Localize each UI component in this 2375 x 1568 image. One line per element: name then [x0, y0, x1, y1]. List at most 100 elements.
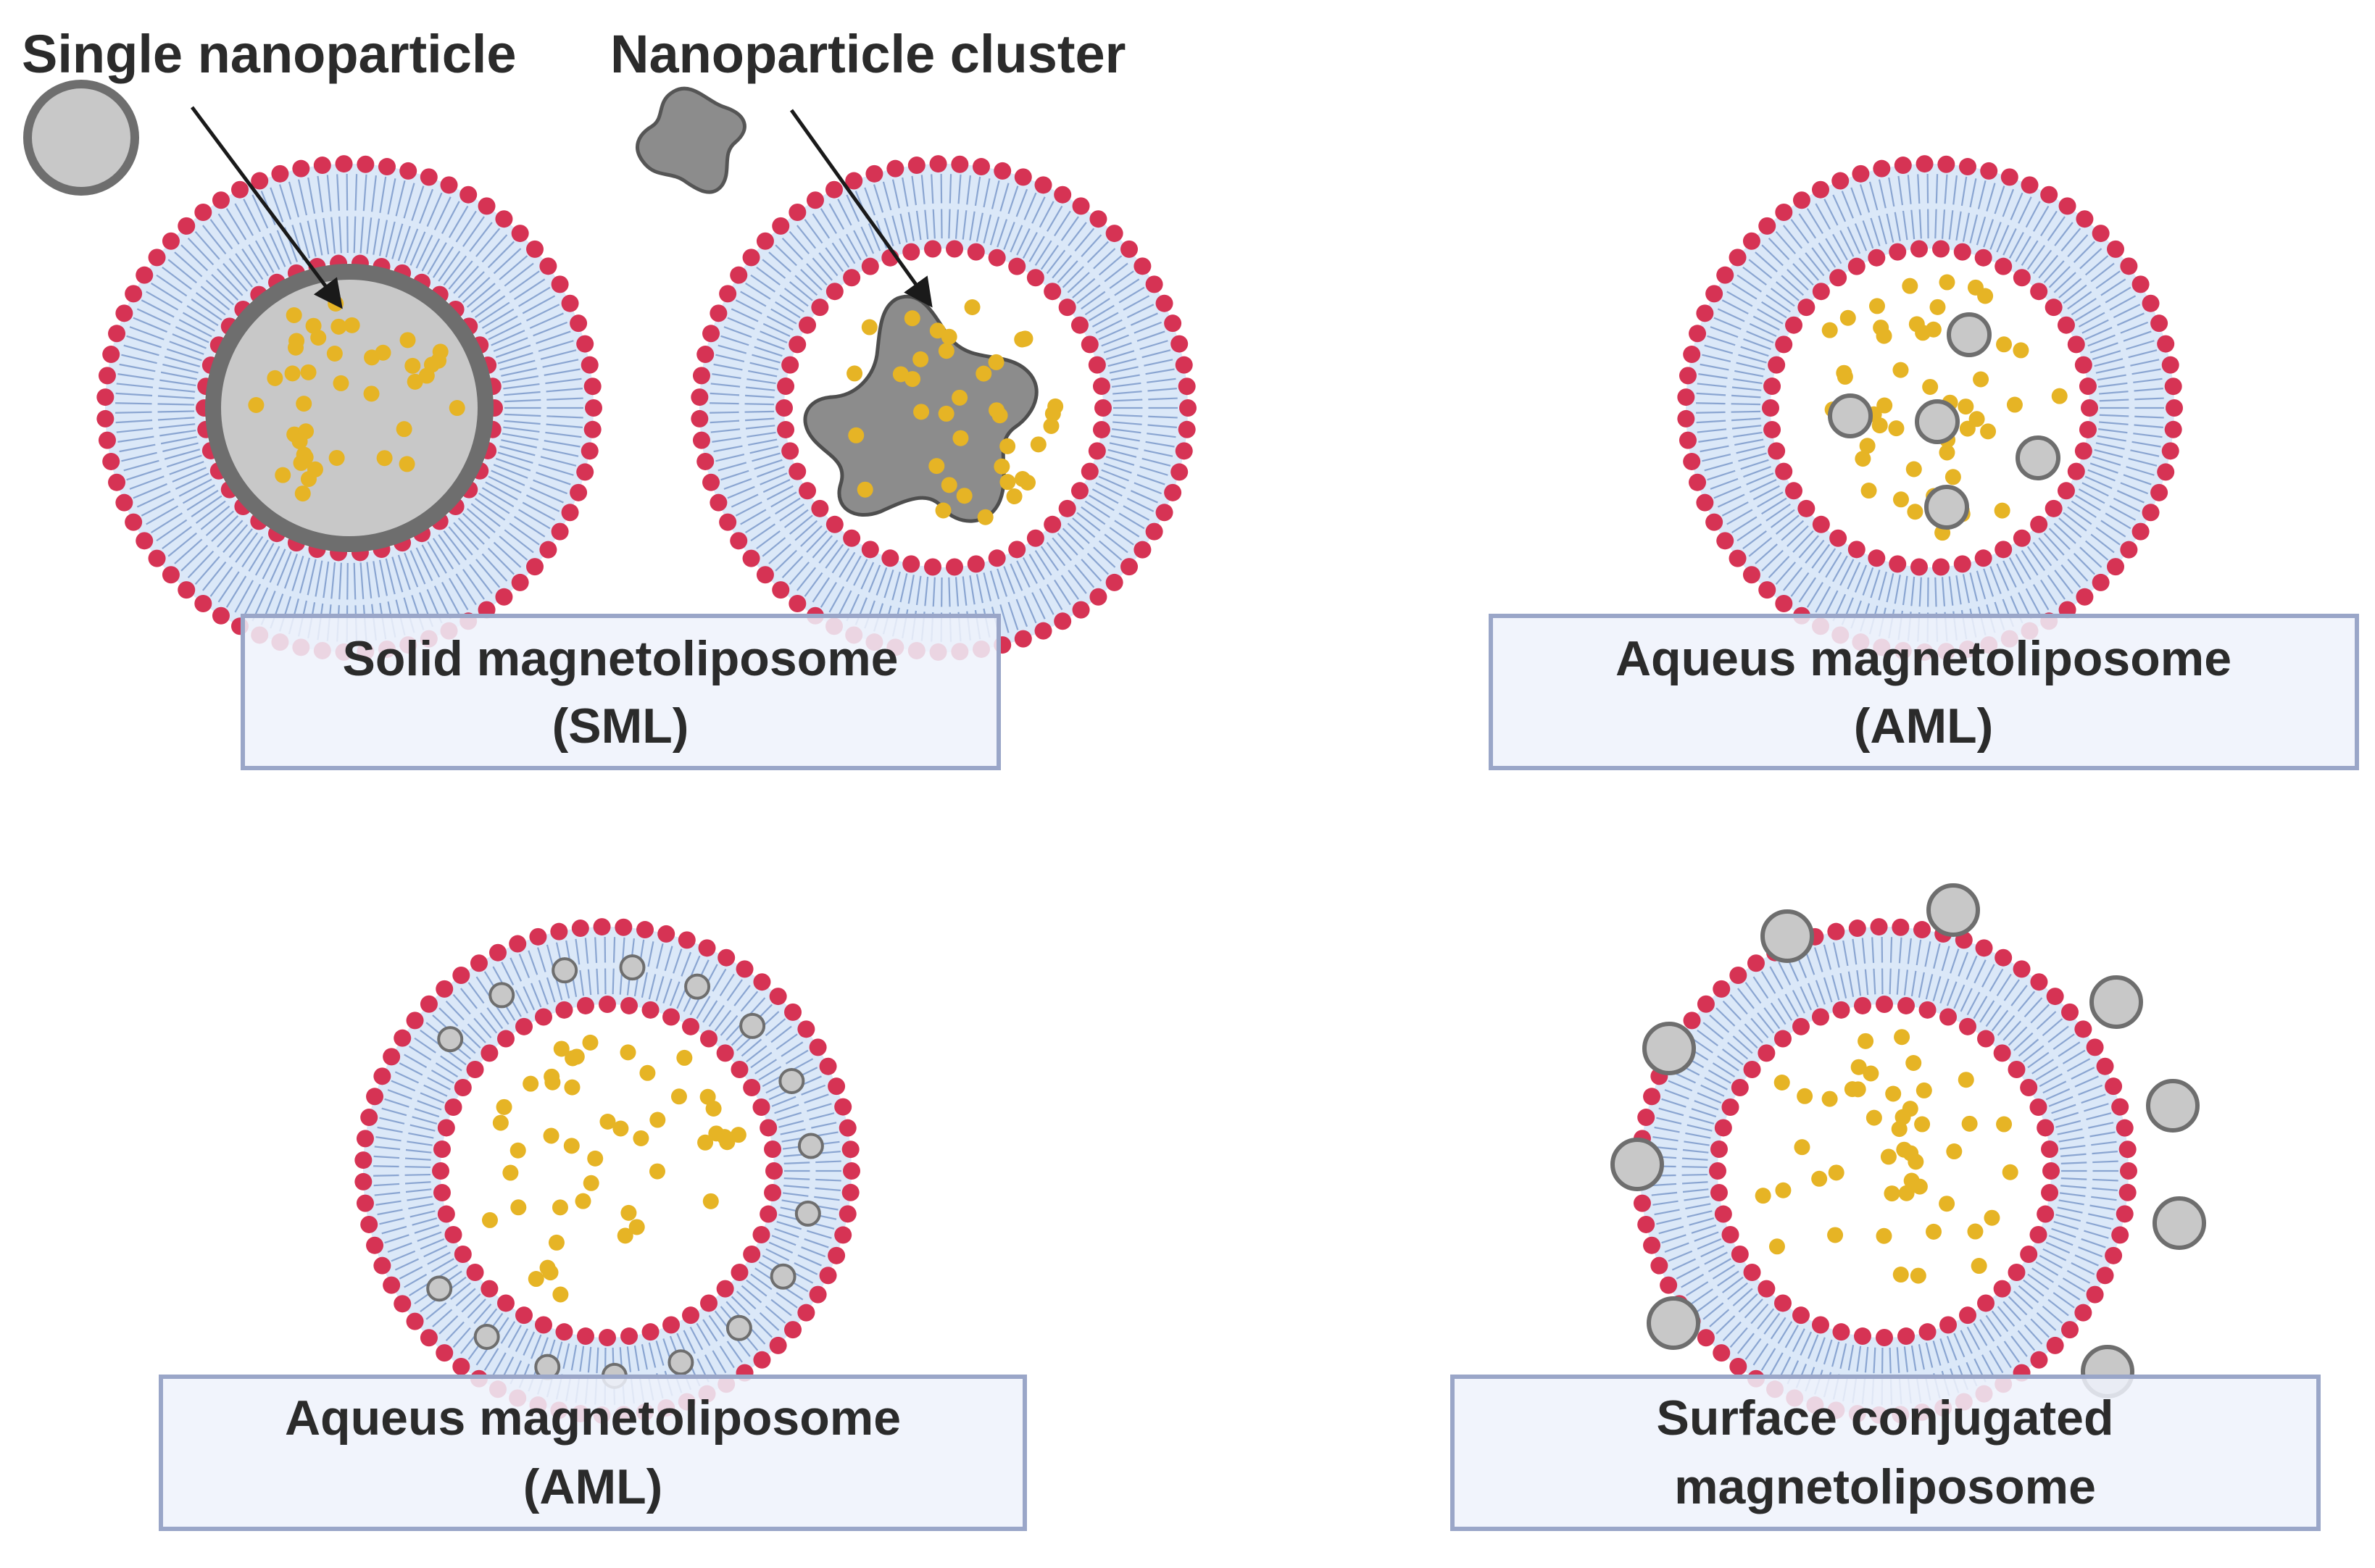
cargo-dot	[1914, 1116, 1931, 1133]
cargo-dot	[1880, 1148, 1897, 1165]
nanoparticle	[473, 1323, 500, 1350]
single-nanoparticle-label: Single nanoparticle	[22, 24, 517, 84]
cargo-dot	[565, 1050, 581, 1067]
nanoparticle	[1760, 909, 1814, 963]
cargo-dot	[1907, 504, 1923, 520]
cargo-dot	[1958, 399, 1974, 415]
cargo-dot	[399, 456, 415, 472]
cargo-dot	[1925, 321, 1942, 338]
cargo-dot	[2051, 388, 2068, 404]
cargo-dot	[999, 438, 1016, 454]
cargo-dot	[952, 389, 968, 406]
nanoparticle	[797, 1133, 824, 1159]
cargo-dot	[307, 461, 323, 478]
cargo-dot	[1866, 1109, 1882, 1126]
cargo-dot	[599, 1114, 616, 1130]
cargo-dot	[542, 1264, 559, 1281]
cargo-dot	[617, 1227, 633, 1244]
cargo-dot	[1929, 299, 1946, 315]
cargo-dot	[1773, 1074, 1790, 1090]
cargo-dot	[1908, 316, 1925, 333]
nanoparticle-cluster-arrow	[789, 109, 933, 308]
cargo-dot	[528, 1271, 544, 1288]
cargo-dot	[639, 1064, 656, 1081]
liposome-sml-cluster	[691, 155, 1197, 661]
cargo-dot	[1967, 1223, 1984, 1240]
cargo-dot	[1014, 331, 1031, 348]
cargo-dot	[612, 1120, 629, 1137]
cargo-dot	[563, 1138, 580, 1154]
cargo-dot	[1967, 279, 1984, 296]
cargo-dot	[553, 1041, 570, 1057]
cargo-dot	[582, 1034, 599, 1051]
cargo-dot	[583, 1175, 599, 1191]
cargo-dot	[1888, 420, 1905, 437]
cargo-dot	[575, 1193, 591, 1209]
cargo-dot	[404, 357, 421, 374]
cargo-dot	[1871, 417, 1888, 434]
nanoparticle	[1828, 393, 1873, 438]
cargo-dot	[333, 375, 349, 391]
cargo-dot	[544, 1068, 560, 1085]
cargo-dot	[708, 1125, 725, 1142]
cargo-dot	[543, 1127, 560, 1144]
caption-aml-bottom: Aqueus magnetoliposome (AML)	[159, 1375, 1027, 1531]
cargo-dot	[496, 1098, 512, 1115]
cargo-dot	[1939, 444, 1955, 461]
cargo-dot	[1973, 371, 1989, 388]
cargo-dot	[938, 343, 954, 359]
cargo-dot	[1896, 1141, 1913, 1158]
cargo-dot	[1946, 1143, 1963, 1160]
cargo-dot	[1019, 474, 1036, 491]
cargo-dot	[1876, 328, 1892, 344]
cargo-dot	[991, 407, 1008, 424]
cargo-dot	[1868, 298, 1885, 314]
cargo-dot	[293, 454, 309, 471]
cargo-dot	[988, 354, 1005, 370]
cargo-dot	[288, 339, 304, 356]
cargo-dot	[977, 509, 994, 525]
cargo-dot	[1775, 1182, 1792, 1198]
nanoparticle	[2016, 435, 2060, 480]
cargo-dot	[2006, 396, 2023, 413]
cargo-dot	[375, 344, 391, 361]
cargo-dot	[2002, 1164, 2018, 1180]
cargo-dot	[1884, 1185, 1900, 1202]
caption-aml-top: Aqueus magnetoliposome (AML)	[1489, 614, 2359, 770]
cargo-dot	[730, 1127, 746, 1143]
cargo-dot	[1858, 1033, 1874, 1049]
cargo-dot	[1892, 1267, 1909, 1283]
cargo-dot	[1905, 1055, 1922, 1072]
nanoparticle	[426, 1275, 453, 1302]
nanoparticle	[1947, 312, 1992, 357]
cargo-dot	[363, 385, 380, 402]
cargo-dot	[1911, 1178, 1928, 1195]
cargo-dot	[1850, 1059, 1867, 1075]
cargo-dot	[286, 307, 302, 324]
nanoparticle	[778, 1067, 805, 1094]
cargo-dot	[628, 1219, 645, 1235]
cargo-dot	[399, 332, 416, 349]
cargo-dot	[994, 458, 1010, 475]
cargo-dot	[1827, 1227, 1844, 1243]
caption-surface-conjugated: Surface conjugated magnetoliposome	[1450, 1375, 2321, 1531]
cargo-dot	[928, 458, 945, 475]
cargo-dot	[1768, 1238, 1785, 1255]
caption-sml-line1: Solid magnetoliposome	[343, 631, 899, 686]
cargo-dot	[267, 370, 283, 386]
cargo-dot	[548, 1234, 565, 1251]
nanoparticle	[437, 1026, 464, 1053]
nanoparticle	[770, 1263, 796, 1290]
nanoparticle	[1926, 883, 1980, 937]
cargo-dot	[502, 1164, 519, 1181]
cargo-dot	[1885, 1085, 1902, 1102]
cargo-dot	[676, 1049, 693, 1066]
cargo-dot	[328, 449, 345, 466]
cargo-dot	[1996, 1116, 2013, 1133]
liposome-surface-conjugated	[1631, 918, 2137, 1424]
cargo-dot	[649, 1112, 666, 1128]
nanoparticle	[725, 1314, 752, 1341]
nanoparticle	[619, 954, 646, 981]
nanoparticle	[1647, 1296, 1700, 1350]
